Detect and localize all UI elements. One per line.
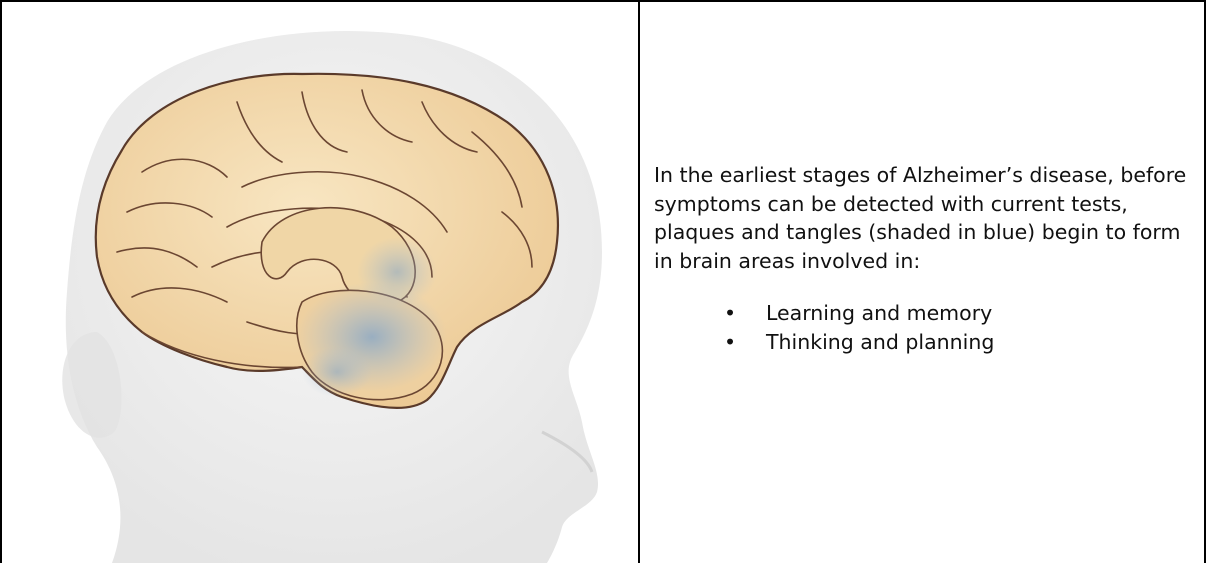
list-item-label: Thinking and planning [766, 330, 994, 354]
bullet-icon: • [724, 328, 736, 357]
list-item: • Thinking and planning [654, 328, 1199, 357]
description-panel: In the earliest stages of Alzheimer’s di… [654, 161, 1199, 356]
description-paragraph: In the earliest stages of Alzheimer’s di… [654, 161, 1199, 275]
brain-head-illustration-icon [2, 2, 638, 563]
involved-areas-list: • Learning and memory • Thinking and pla… [654, 299, 1199, 356]
list-item-label: Learning and memory [766, 301, 992, 325]
list-item: • Learning and memory [654, 299, 1199, 328]
column-divider [638, 0, 640, 563]
bullet-icon: • [724, 299, 736, 328]
